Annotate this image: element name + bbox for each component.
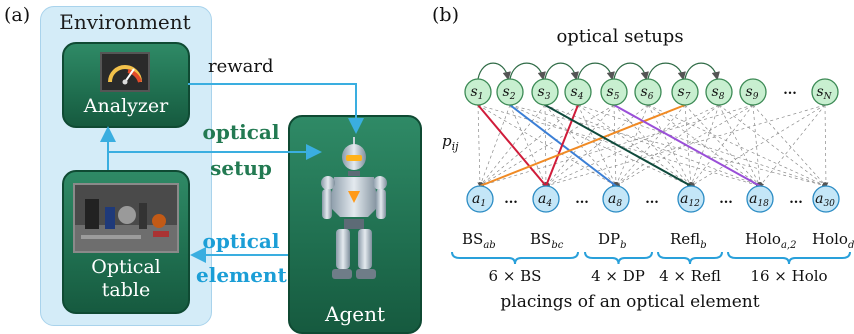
transition-edge xyxy=(759,104,826,188)
element-name: Reflb xyxy=(670,230,707,251)
transition-edge xyxy=(690,104,754,188)
action-node xyxy=(746,185,774,213)
action-node xyxy=(466,185,494,213)
robot-icon xyxy=(318,135,390,299)
transition-edge xyxy=(614,104,720,187)
state-node xyxy=(464,78,492,106)
transition-edge xyxy=(615,104,649,188)
optical-table-label-line2: table xyxy=(101,279,151,301)
transition-edge xyxy=(543,104,549,188)
state-node xyxy=(496,78,524,106)
setup-transition-arc xyxy=(647,62,686,81)
setup-transition-arc xyxy=(613,62,649,81)
transition-edge xyxy=(613,104,619,188)
actions-caption: placings of an optical element xyxy=(500,292,760,312)
group-label: 4 × DP xyxy=(591,267,645,285)
setup-label-line1: optical xyxy=(202,120,280,144)
element-label-line1: optical xyxy=(202,229,280,253)
transition-edge xyxy=(477,104,483,188)
highlighted-edge xyxy=(545,104,579,187)
element-name: BSbc xyxy=(530,230,564,251)
panel-b-label: (b) xyxy=(432,4,459,26)
action-node xyxy=(602,185,630,213)
optical-table-photo-icon xyxy=(73,183,179,253)
transition-edge xyxy=(647,104,828,187)
transition-edge xyxy=(577,104,828,188)
transition-edge xyxy=(684,104,761,188)
setups-title: optical setups xyxy=(556,26,684,47)
action-node xyxy=(532,185,560,213)
state-node xyxy=(634,78,662,106)
setup-transition-arc xyxy=(577,62,615,81)
optical-table-label-line1: Optical xyxy=(91,256,161,278)
state-node xyxy=(739,78,767,106)
element-name: BSab xyxy=(462,230,496,251)
transition-edge xyxy=(823,104,829,188)
group-label: 6 × BS xyxy=(489,267,542,285)
transition-edge xyxy=(689,104,720,188)
element-label-line2: element xyxy=(196,263,287,287)
action-node xyxy=(677,185,705,213)
state-node xyxy=(705,78,733,106)
highlighted-edge xyxy=(544,104,692,187)
transition-edge xyxy=(478,104,511,188)
element-name: Holoa,2 xyxy=(745,230,796,251)
panel-a-arrows xyxy=(100,83,364,263)
state-node xyxy=(811,78,839,106)
reward-label: reward xyxy=(208,56,274,77)
gauge-icon xyxy=(100,52,150,92)
setup-transition-arc xyxy=(509,62,546,81)
transition-edge xyxy=(752,104,763,188)
group-label: 16 × Holo xyxy=(750,267,827,285)
group-brace xyxy=(657,251,723,265)
transition-edge xyxy=(577,104,617,188)
transition-edge xyxy=(613,104,692,188)
transition-edge xyxy=(544,104,720,187)
group-label: 4 × Refl xyxy=(659,267,721,285)
transition-edge xyxy=(615,104,686,188)
action-ellipsis: ... xyxy=(504,192,518,207)
state-node xyxy=(531,78,559,106)
action-node xyxy=(812,185,840,213)
action-ellipsis: ... xyxy=(575,192,589,207)
reward-arrow xyxy=(188,83,364,134)
setup-transition-arc xyxy=(544,62,579,81)
transition-edge xyxy=(752,104,827,188)
state-node xyxy=(671,78,699,106)
highlighted-edge xyxy=(613,104,761,187)
panel-a-label: (a) xyxy=(4,4,31,26)
group-brace xyxy=(451,251,579,265)
action-ellipsis: ... xyxy=(719,192,733,207)
action-ellipsis: ... xyxy=(789,192,803,207)
setup-transition-arc xyxy=(477,62,511,81)
edge-probability-label: pij xyxy=(442,132,459,153)
transition-edge xyxy=(479,104,546,188)
state-node xyxy=(600,78,628,106)
element-name: DPb xyxy=(598,230,627,251)
element-name: Holod,2 xyxy=(812,230,854,251)
transition-edge xyxy=(647,104,762,187)
group-brace xyxy=(727,251,851,265)
state-ellipsis: ... xyxy=(783,83,797,98)
transition-edge xyxy=(509,104,828,188)
state-node xyxy=(564,78,592,106)
transition-edge xyxy=(684,104,694,188)
highlighted-edge xyxy=(477,104,547,187)
transition-edge xyxy=(509,104,547,188)
highlighted-edge xyxy=(479,104,686,187)
setup-label-line2: setup xyxy=(210,156,272,180)
analyzer-label: Analyzer xyxy=(83,95,169,117)
action-ellipsis: ... xyxy=(645,192,659,207)
transition-edge xyxy=(478,104,615,187)
transition-edge xyxy=(544,104,649,187)
agent-label: Agent xyxy=(325,302,385,326)
transition-edge xyxy=(689,104,826,187)
transition-edge xyxy=(577,104,693,187)
transition-edge xyxy=(718,104,828,187)
setup-transition-arc xyxy=(684,62,720,81)
group-brace xyxy=(584,251,653,265)
environment-title: Environment xyxy=(59,10,191,34)
